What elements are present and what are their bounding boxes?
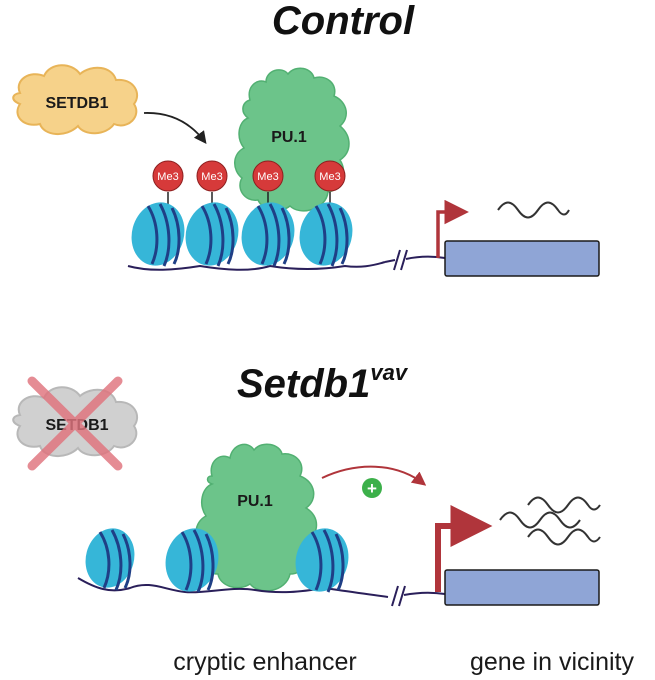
- nucleosome-m2: [165, 528, 219, 593]
- nucleosome-m3: [295, 528, 349, 593]
- me3-mark-1: Me3: [152, 160, 184, 192]
- transcript-wave-2: [499, 511, 581, 529]
- mutant-panel: Setdb1vav SETDB1 PU.1: [12, 360, 601, 607]
- mutant-title-superscript: vav: [370, 360, 408, 385]
- me3-label: Me3: [319, 171, 340, 183]
- pu1-label-mutant: PU.1: [237, 493, 273, 510]
- transcript-wave-1: [527, 496, 601, 514]
- promoter-arrow-large: [435, 505, 493, 592]
- gene-box-mutant: [444, 569, 600, 606]
- caption-gene-in-vicinity: gene in vicinity: [470, 648, 634, 676]
- nucleosome-4: [299, 192, 353, 267]
- me3-label: Me3: [257, 171, 278, 183]
- nucleosome-3: [241, 192, 295, 267]
- control-title: Control: [272, 0, 415, 43]
- mutant-title-main: Setdb1: [237, 362, 370, 406]
- control-panel: Control SETDB1 PU.1: [12, 0, 600, 277]
- me3-mark-3: Me3: [252, 160, 284, 192]
- mutant-title: Setdb1vav: [237, 360, 409, 406]
- nucleosome-2: [185, 192, 239, 267]
- caption-cryptic-enhancer: cryptic enhancer: [173, 648, 356, 676]
- dna-break-symbol-mutant: [391, 585, 406, 607]
- me3-label: Me3: [201, 171, 222, 183]
- transcript-wave-3: [527, 528, 601, 546]
- setdb1-label: SETDB1: [45, 95, 108, 112]
- me3-mark-2: Me3: [196, 160, 228, 192]
- pu1-label: PU.1: [271, 129, 307, 146]
- dna-break-symbol: [393, 249, 408, 271]
- nucleosome-1: [131, 192, 185, 267]
- nucleosome-m1: [85, 528, 135, 591]
- dna-strand: [127, 261, 386, 271]
- pu1-protein-mutant: PU.1: [195, 443, 318, 592]
- promoter-arrow-small: [436, 199, 469, 258]
- transcript-wave: [497, 201, 570, 219]
- plus-symbol: +: [367, 479, 377, 498]
- me3-mark-4: Me3: [314, 160, 346, 192]
- setdb1-deleted: SETDB1: [12, 376, 139, 471]
- plus-icon: +: [362, 478, 382, 498]
- methylation-arrow: [143, 112, 207, 145]
- deletion-cross-icon: [27, 376, 123, 471]
- activation-arrow: [321, 465, 427, 486]
- me3-label: Me3: [157, 171, 178, 183]
- gene-box: [444, 240, 600, 277]
- setdb1-protein: SETDB1: [12, 64, 139, 135]
